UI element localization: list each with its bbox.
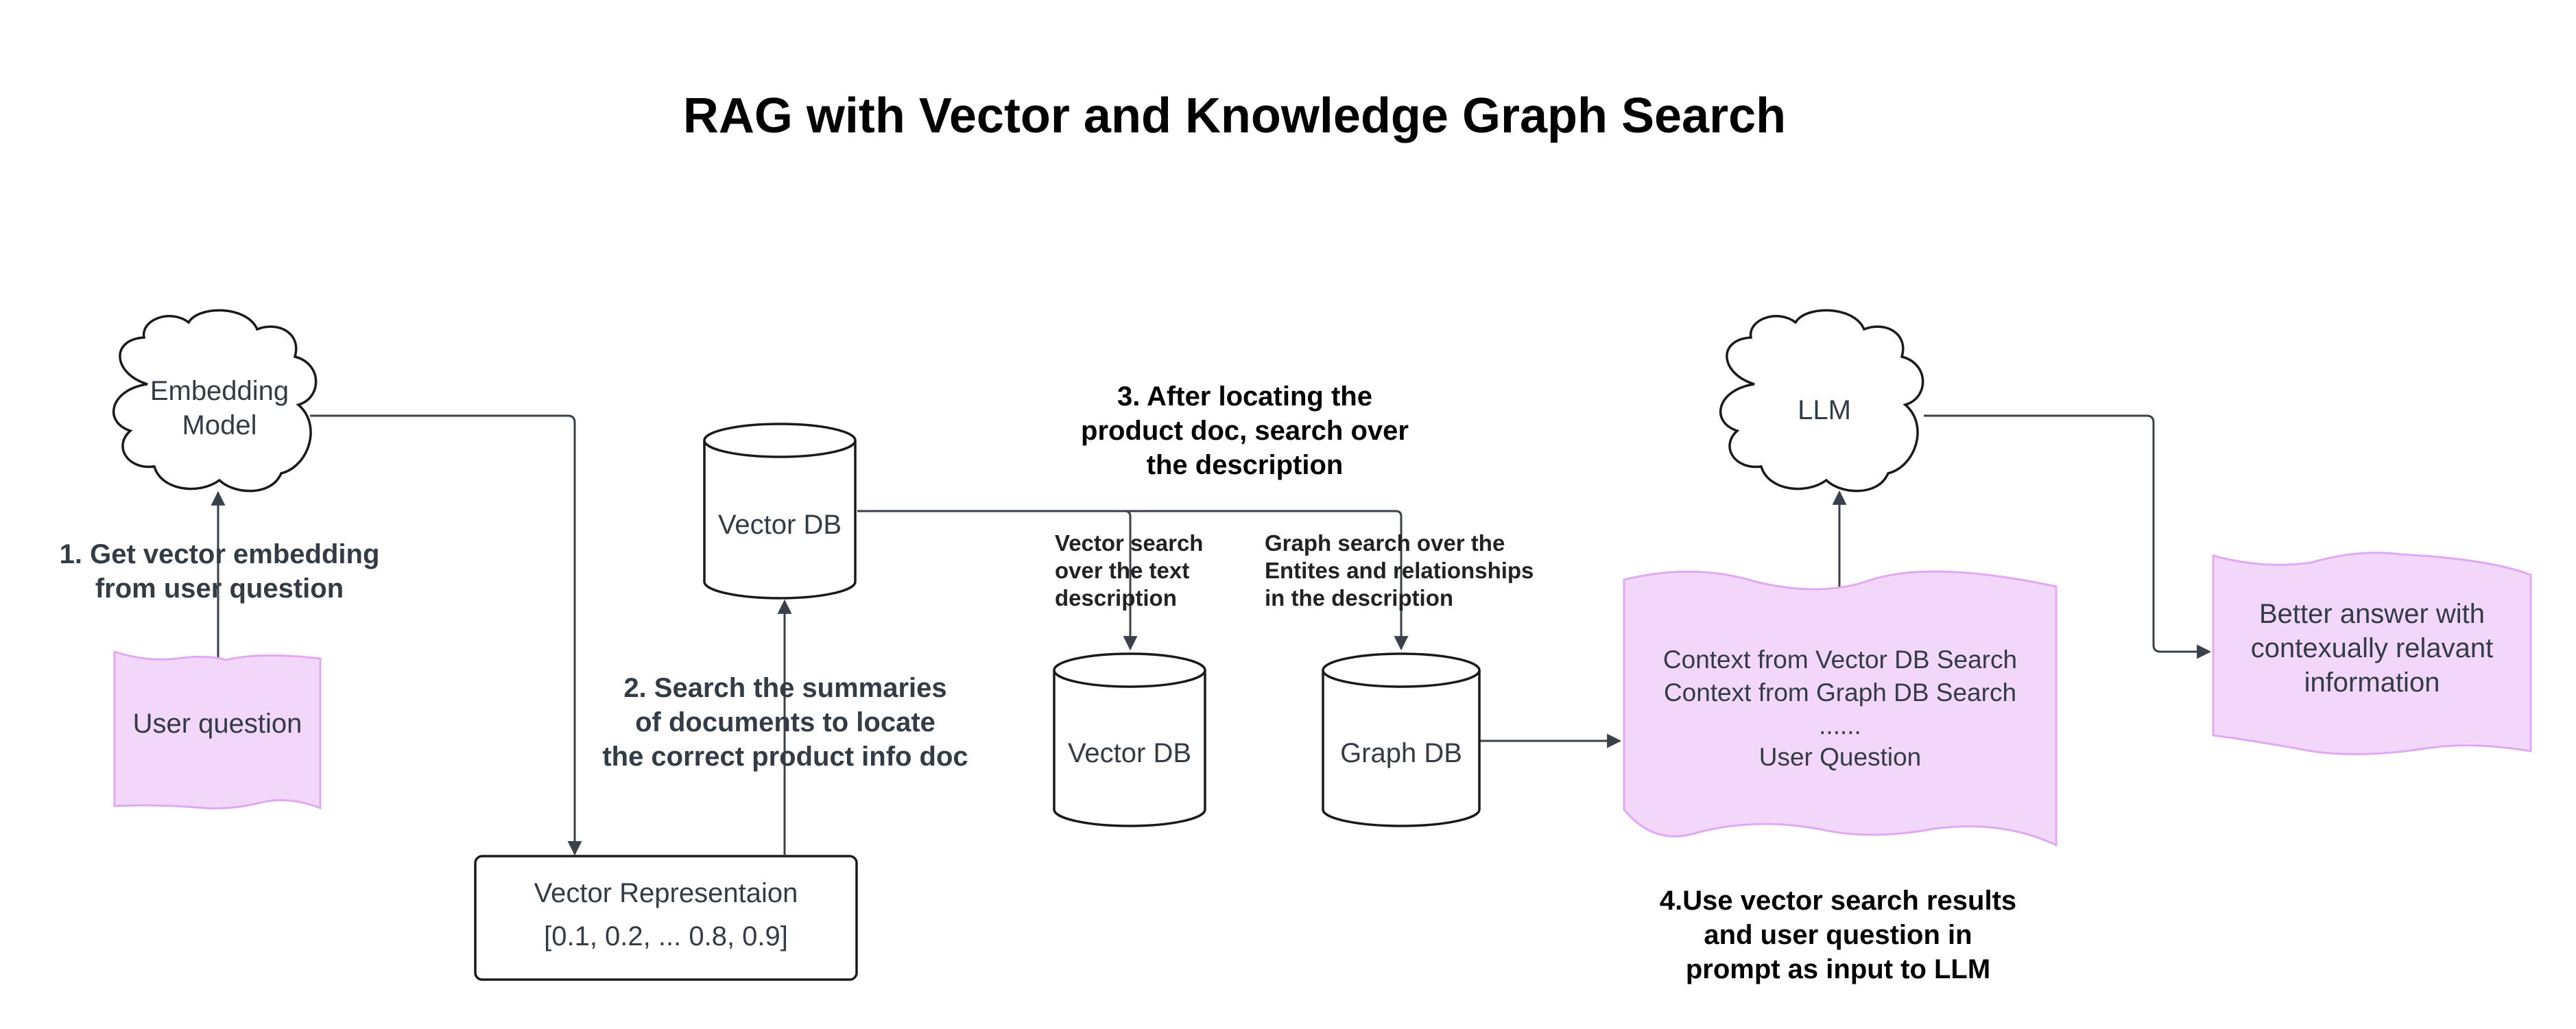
step-3-caption: 3. After locating the product doc, searc… (1081, 381, 1409, 480)
connector-vector-db-to-graph-db (1125, 510, 1409, 651)
llm-cloud (1719, 309, 1924, 493)
embedding-model-cloud (112, 309, 318, 493)
vector-db-main-label: Vector DB (717, 510, 842, 540)
vector-db-secondary-label: Vector DB (1067, 738, 1192, 768)
user-question-label: User question (132, 709, 302, 739)
graph-search-annotation: Graph search over the Entites and relati… (1265, 530, 1534, 611)
context-line-ellipsis: ...... (1819, 711, 1861, 740)
context-document (1623, 570, 2058, 847)
answer-document (2212, 552, 2532, 755)
embedding-model-label: Embedding Model (150, 376, 289, 440)
graph-db-cylinder (1322, 652, 1481, 827)
context-line-user-question: User Question (1758, 743, 1922, 771)
vector-db-secondary-cylinder (1053, 652, 1206, 827)
llm-label: LLM (1798, 395, 1851, 425)
connector-llm-to-answer (1924, 414, 2212, 659)
vector-search-annotation: Vector search over the text description (1055, 530, 1204, 611)
step-1-caption: 1. Get vector embedding from user questi… (59, 539, 380, 604)
vector-db-main-cylinder (703, 423, 857, 600)
answer-label: Better answer with contexually relavant … (2250, 599, 2494, 698)
vector-representation-label: Vector Representaion (534, 878, 798, 908)
vector-representation-box (474, 855, 858, 981)
graph-db-label: Graph DB (1340, 738, 1462, 768)
connector-embedding-to-vector-rep (310, 414, 582, 856)
user-question-document (113, 650, 322, 810)
context-line-graph: Context from Graph DB Search (1663, 678, 2017, 707)
vector-representation-value: [0.1, 0.2, ... 0.8, 0.9] (544, 921, 788, 951)
page-title: RAG with Vector and Knowledge Graph Sear… (682, 88, 1787, 143)
step-4-caption: 4.Use vector search results and user que… (1659, 886, 2017, 984)
context-line-vector: Context from Vector DB Search (1662, 646, 2018, 674)
step-2-caption: 2. Search the summaries of documents to … (602, 673, 968, 772)
